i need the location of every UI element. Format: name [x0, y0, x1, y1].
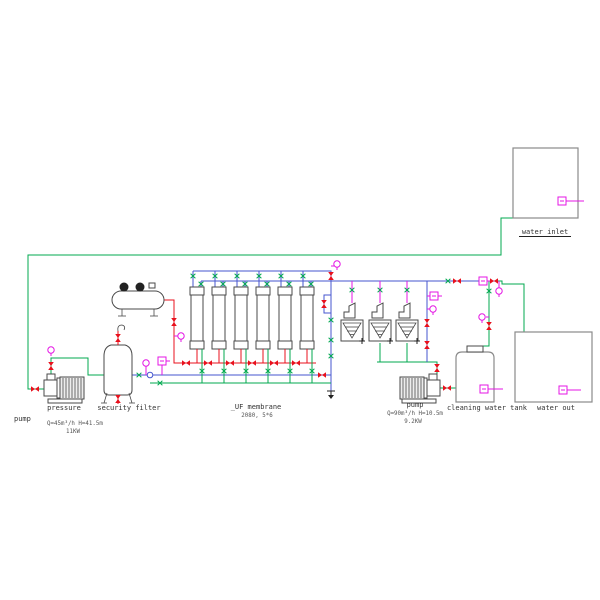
membrane-module	[300, 271, 314, 383]
membrane-module	[234, 271, 248, 383]
pipe-bypass-loop	[323, 294, 331, 314]
valve-icon	[115, 334, 121, 342]
valve-icon	[424, 319, 430, 327]
pressure-pump-label: pressure	[47, 404, 81, 412]
valve-icon	[292, 360, 300, 366]
compressor-head-icon	[119, 282, 129, 292]
pressure-gauge-icon	[495, 287, 503, 298]
pressure-pump-spec: Q=45m³/h H=41.5m	[47, 420, 103, 427]
valve-icon	[424, 341, 430, 349]
uf-membrane-label: _UF membrane	[231, 403, 282, 411]
membrane-module	[256, 271, 270, 383]
compressor-head-icon	[135, 282, 145, 292]
pressure-gauge-icon	[47, 346, 55, 357]
concentrate-drop	[318, 260, 341, 400]
cip-pump-spec: Q=90m³/h H=10.5m	[387, 410, 443, 417]
pressure-gauge-icon	[478, 313, 486, 324]
valve-icon	[270, 360, 278, 366]
cip-pump-power: 9.2KW	[404, 419, 422, 425]
valve-icon	[486, 322, 492, 330]
pressure-pump-power: 11KW	[66, 429, 80, 435]
cip-pump-body	[399, 373, 441, 404]
pressure-pump-label2: pump	[14, 415, 31, 423]
valve-icon	[490, 278, 498, 284]
labels: pressure pump Q=45m³/h H=41.5m 11KW secu…	[14, 228, 575, 435]
cip-pump	[399, 364, 451, 404]
pipe-air-scour	[164, 299, 316, 364]
valve-icon	[31, 386, 39, 392]
permeate-line-fittings	[445, 276, 503, 330]
valve-icon	[453, 278, 461, 284]
instrument-icon	[157, 356, 171, 366]
valve-icon	[248, 360, 256, 366]
air-tank	[111, 282, 185, 343]
uf-membrane-spec: 2080, 5*6	[241, 413, 273, 419]
security-filter-label: security filter	[97, 404, 160, 412]
pressure-gauge-icon	[142, 359, 150, 370]
valve-icon	[171, 318, 177, 326]
drain-icon	[326, 390, 336, 400]
water-inlet-label: water inlet	[522, 228, 568, 236]
cleaning-water-tank	[455, 345, 503, 403]
valve-icon	[328, 272, 334, 280]
uf-membrane-bank	[157, 271, 315, 386]
dosing-units	[341, 281, 420, 344]
pipe-pump-discharge	[50, 357, 104, 376]
feed-line-instruments	[136, 356, 171, 379]
pressure-gauge-icon	[333, 260, 341, 271]
dosing-unit	[341, 281, 365, 344]
dosing-unit	[396, 281, 420, 344]
security-filter	[101, 324, 135, 404]
membrane-module	[212, 271, 226, 383]
valve-icon	[434, 364, 440, 372]
cleaning-water-tank-label: cleaning water tank	[447, 404, 528, 412]
valve-icon	[443, 385, 451, 391]
valve-icon	[226, 360, 234, 366]
dosing-unit	[369, 281, 393, 344]
pressure-pump-body	[43, 373, 85, 404]
vent-curl-icon	[117, 324, 126, 332]
valve-icon	[321, 300, 327, 308]
valve-icon	[204, 360, 212, 366]
water-out-tank	[514, 331, 593, 403]
cip-return-instruments	[424, 291, 443, 349]
pipe-raw-water-supply	[27, 217, 513, 390]
pressure-pump	[31, 346, 85, 404]
valve-icon	[115, 395, 121, 403]
pressure-gauge-icon	[429, 305, 437, 316]
valve-icon	[182, 360, 190, 366]
flow-sensor-icon	[146, 371, 154, 379]
pipe-concentrate-header	[193, 270, 332, 391]
pipe-permeate-to-outlet	[496, 280, 525, 332]
water-out-label: water out	[537, 404, 575, 412]
membrane-module	[190, 271, 204, 383]
pressure-gauge-icon	[177, 332, 185, 343]
valve-icon	[48, 362, 54, 370]
water-inlet-tank	[512, 147, 584, 219]
valve-icon	[318, 372, 326, 378]
cip-pump-label: pump	[407, 401, 424, 409]
instrument-icon	[429, 291, 443, 301]
membrane-module	[278, 271, 292, 383]
pipe-cip-discharge	[377, 361, 438, 374]
piping-network	[27, 217, 525, 391]
